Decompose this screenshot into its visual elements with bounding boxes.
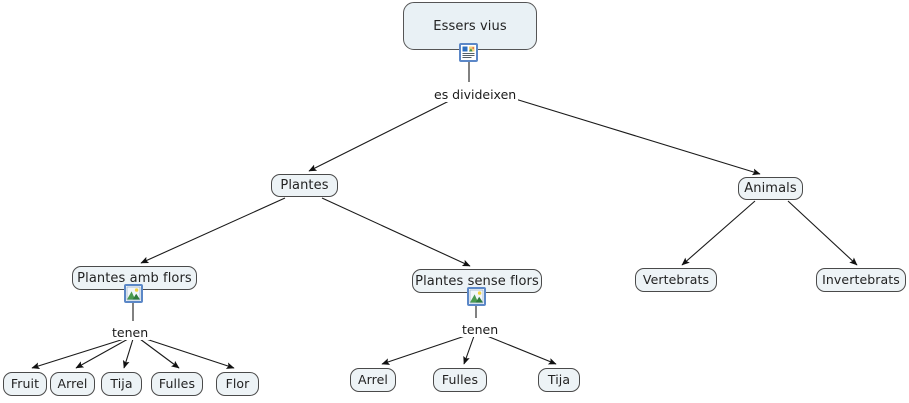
node-label: Plantes amb flors bbox=[77, 270, 192, 286]
node-flor[interactable]: Flor bbox=[216, 372, 259, 396]
node-label: Invertebrats bbox=[822, 271, 900, 287]
node-essers-vius[interactable]: Essers vius bbox=[403, 2, 537, 50]
node-label: Tija bbox=[547, 371, 571, 387]
node-arrel-right[interactable]: Arrel bbox=[350, 368, 396, 392]
node-label: Arrel bbox=[358, 371, 388, 387]
node-vertebrats[interactable]: Vertebrats bbox=[635, 268, 717, 292]
edge-tenen-right-to-tija bbox=[486, 335, 557, 365]
node-fruit[interactable]: Fruit bbox=[3, 372, 47, 396]
node-label: Fruit bbox=[10, 375, 40, 391]
node-label: Plantes sense flors bbox=[415, 273, 539, 289]
node-tija-right[interactable]: Tija bbox=[538, 368, 580, 392]
node-label: Animals bbox=[744, 181, 797, 196]
node-label: Plantes bbox=[280, 178, 329, 193]
edge-animals-to-vertebrats bbox=[681, 200, 756, 266]
edge-tenen-left-to-fruit bbox=[31, 338, 125, 370]
node-fulles-right[interactable]: Fulles bbox=[433, 368, 487, 392]
edge-label-to-animals bbox=[511, 97, 761, 176]
node-label: Flor bbox=[225, 375, 250, 391]
edge-tenen-right-to-fulles bbox=[463, 335, 475, 365]
node-arrel-left[interactable]: Arrel bbox=[50, 372, 95, 396]
node-label: Fulles bbox=[441, 371, 479, 387]
edge-label-to-plantes bbox=[308, 97, 456, 172]
edge-animals-to-invertebrats bbox=[787, 200, 858, 266]
node-label: Vertebrats bbox=[642, 271, 710, 287]
edge-plantes-to-sense-flors bbox=[321, 197, 471, 267]
edge-tenen-right-to-arrel bbox=[381, 335, 466, 365]
note-icon[interactable] bbox=[459, 43, 478, 62]
node-plantes[interactable]: Plantes bbox=[271, 174, 338, 197]
edge-tenen-left-to-arrel bbox=[75, 338, 129, 369]
edge-tenen-left-to-flor bbox=[145, 338, 235, 369]
link-label-tenen-right: tenen bbox=[460, 322, 501, 337]
image-icon[interactable] bbox=[124, 284, 143, 303]
node-tija-left[interactable]: Tija bbox=[101, 372, 142, 396]
node-label: Arrel bbox=[57, 375, 88, 391]
link-label-es-divideixen: es divideixen bbox=[432, 87, 519, 102]
node-fulles-left[interactable]: Fulles bbox=[151, 372, 203, 396]
node-invertebrats[interactable]: Invertebrats bbox=[816, 268, 906, 292]
edge-tenen-left-to-tija bbox=[122, 338, 134, 369]
node-animals[interactable]: Animals bbox=[738, 177, 803, 200]
image-icon[interactable] bbox=[467, 287, 486, 306]
node-label: Essers vius bbox=[433, 18, 507, 34]
link-label-tenen-left: tenen bbox=[110, 325, 151, 340]
node-label: Tija bbox=[110, 375, 133, 391]
edge-plantes-to-amb-flors bbox=[140, 197, 286, 264]
edge-tenen-left-to-fulles bbox=[139, 338, 180, 369]
node-label: Fulles bbox=[158, 375, 196, 391]
